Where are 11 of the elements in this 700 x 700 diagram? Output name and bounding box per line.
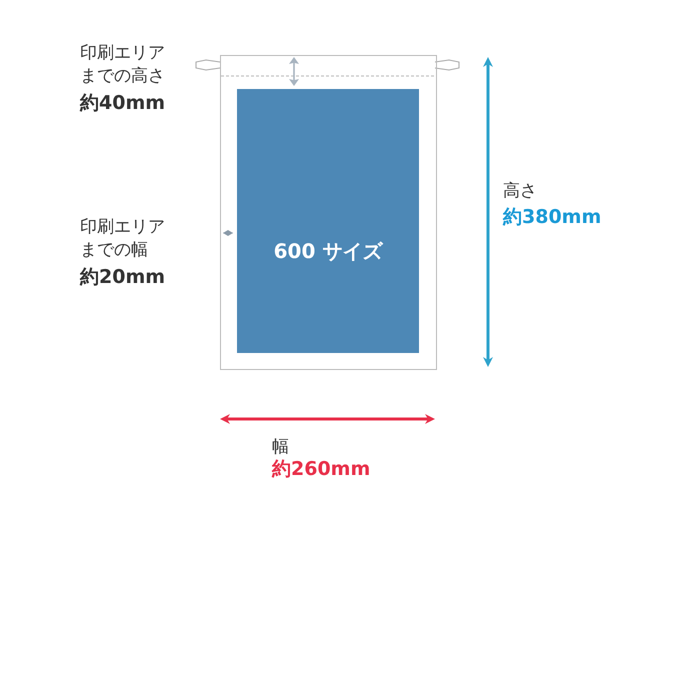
dimension-caption: 幅 <box>272 436 289 459</box>
dimension-value: 約380mm <box>503 206 602 229</box>
dimension-value: 約20mm <box>80 266 166 289</box>
dimension-value: 約40mm <box>80 92 166 115</box>
bag-outline <box>220 55 437 370</box>
dimension-caption: 印刷エリアまでの幅 <box>80 216 166 262</box>
dimension-value: 約260mm <box>272 458 370 481</box>
size-label: 600 サイズ <box>274 238 382 264</box>
print-area <box>237 89 419 353</box>
dimension-caption: 印刷エリアまでの高さ <box>80 42 166 88</box>
dimension-caption: 高さ <box>503 180 537 203</box>
